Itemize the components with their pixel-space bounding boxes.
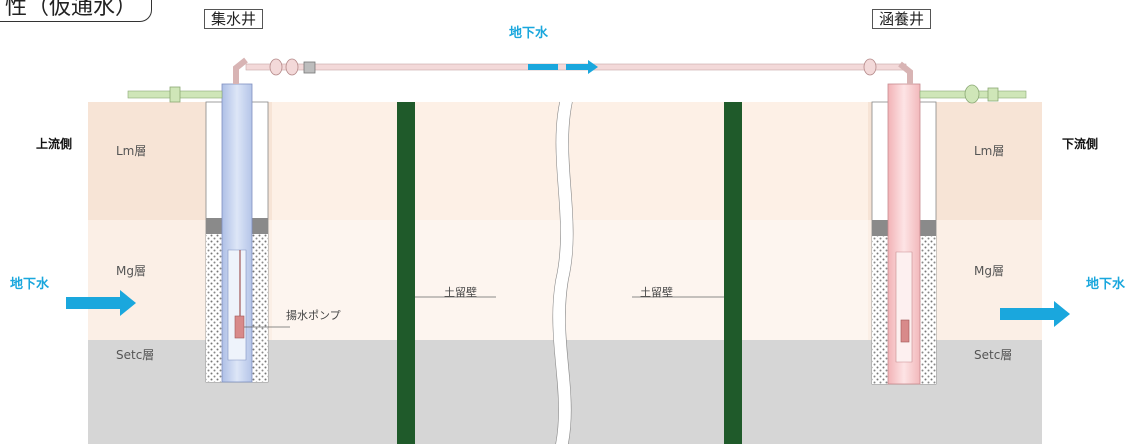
collection-well xyxy=(127,83,269,383)
recharge-outlet-fitting xyxy=(987,87,999,102)
arrow-left xyxy=(66,290,136,316)
pipe-riser-left xyxy=(233,57,248,84)
transfer-pipe xyxy=(233,57,913,84)
mg-layer-right-label: Mg層 xyxy=(974,264,1004,278)
collection-well-gravel-right xyxy=(252,232,268,382)
collection-well-gravel-left xyxy=(206,232,222,382)
pipe-valve-1 xyxy=(269,58,283,76)
downstream-side-label: 下流側 xyxy=(1062,137,1099,151)
lm-layer-left-label: Lm層 xyxy=(116,144,147,158)
pump xyxy=(234,315,245,339)
upstream-side-label: 上流側 xyxy=(36,137,73,151)
recharge-well-label: 涵養井 xyxy=(872,9,932,29)
collection-well-label: 集水井 xyxy=(204,9,264,29)
setc-layer-right-label: Setc層 xyxy=(974,348,1013,362)
lm-layer-right-label: Lm層 xyxy=(974,144,1005,158)
groundwater-left-label: 地下水 xyxy=(10,277,50,292)
groundwater-top-label: 地下水 xyxy=(509,26,549,41)
recharge-well-gravel-left xyxy=(872,234,888,384)
diagram-title: 性（仮通水） xyxy=(0,0,152,22)
arrow-top xyxy=(528,60,598,74)
pipe-valve-2 xyxy=(285,58,299,76)
collection-inlet-valve xyxy=(169,86,181,103)
pipe-meter xyxy=(303,61,316,74)
groundwater-right-label: 地下水 xyxy=(1086,277,1126,292)
pipe-riser-right xyxy=(898,61,913,84)
arrow-right xyxy=(1000,301,1070,327)
collection-well-screen xyxy=(227,249,247,361)
recharge-outlet-valve xyxy=(964,84,980,104)
retaining-wall-left xyxy=(397,102,415,444)
recharge-injection-tube xyxy=(900,319,910,343)
retaining-wall-right-label: 土留壁 xyxy=(640,286,673,299)
recharge-well xyxy=(871,83,1027,385)
setc-layer-left-label: Setc層 xyxy=(116,348,155,362)
mg-layer-left-label: Mg層 xyxy=(116,264,146,278)
pump-label: 揚水ポンプ xyxy=(286,309,341,322)
retaining-wall-left-label: 土留壁 xyxy=(444,286,477,299)
recharge-well-gravel-right xyxy=(920,234,936,384)
recharge-well-screen xyxy=(895,251,913,363)
section-break-fill xyxy=(553,102,573,444)
retaining-wall-right xyxy=(724,102,742,444)
pipe-valve-3 xyxy=(863,58,877,76)
